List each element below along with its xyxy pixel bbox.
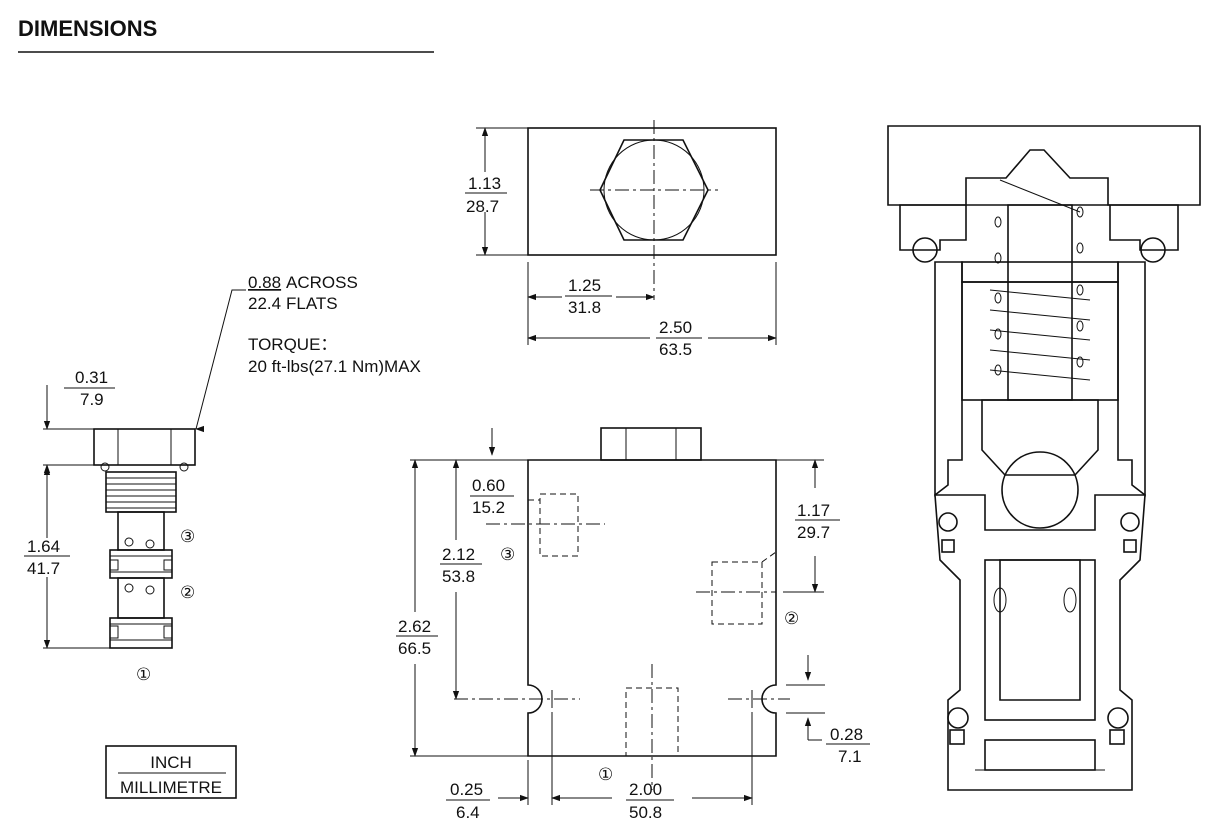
cartridge-section-view [887,125,1201,791]
port-1-label: ① [136,665,151,684]
mount-spacing-in: 2.00 [629,780,662,799]
total-height-in: 2.62 [398,617,431,636]
port3-height-mm: 53.8 [442,567,475,586]
body-width-in: 2.50 [659,318,692,337]
body-top-view [527,120,777,300]
port2-offset-mm: 29.7 [797,523,830,542]
body-height-mm: 28.7 [466,197,499,216]
body-front-view [454,427,790,790]
torque-value: 20 ft-lbs(27.1 Nm)MAX [248,357,421,376]
port3-height-in: 2.12 [442,545,475,564]
port3-offset-mm: 15.2 [472,498,505,517]
port-3-label: ③ [180,527,195,546]
mount-hole-y-mm: 7.1 [838,747,862,766]
mount-spacing-mm: 50.8 [629,803,662,822]
port-1-body-label: ① [598,765,613,784]
port3-offset-in: 0.60 [472,476,505,495]
port-center-mm: 31.8 [568,298,601,317]
mount-hole-x-in: 0.25 [450,780,483,799]
port2-offset-in: 1.17 [797,501,830,520]
legend-mm: MILLIMETRE [120,778,222,797]
cartridge-view [93,428,196,649]
body-width-mm: 63.5 [659,340,692,359]
total-height-mm: 66.5 [398,639,431,658]
port-2-body-label: ② [784,609,799,628]
port-2-label: ② [180,583,195,602]
port-3-body-label: ③ [500,545,515,564]
body-height-in: 1.13 [468,174,501,193]
unit-legend: INCH MILLIMETRE [105,745,237,799]
flats-top-word: ACROSS [286,273,358,292]
cartridge-dimensions: 0.88 ACROSS 22.4 FLATS TORQUE： 20 ft-lbs… [24,273,421,684]
flats-in: 0.88 [248,273,281,292]
flats-bottom-word: FLATS [286,294,338,313]
cart-length-in: 1.64 [27,537,60,556]
top-view-dimensions: 1.13 28.7 1.25 31.8 2.50 63.5 [465,127,777,359]
port-center-in: 1.25 [568,276,601,295]
legend-inch: INCH [150,753,192,772]
hex-height-in: 0.31 [75,368,108,387]
hex-height-mm: 7.9 [80,390,104,409]
mount-hole-x-mm: 6.4 [456,803,480,822]
cart-length-mm: 41.7 [27,559,60,578]
front-view-dimensions: 0.60 15.2 2.12 53.8 ③ 2.62 66.5 1.17 29.… [396,428,870,822]
page-title: DIMENSIONS [18,16,157,41]
mount-hole-y-in: 0.28 [830,725,863,744]
torque-label: TORQUE： [248,335,337,354]
flats-mm: 22.4 [248,294,281,313]
